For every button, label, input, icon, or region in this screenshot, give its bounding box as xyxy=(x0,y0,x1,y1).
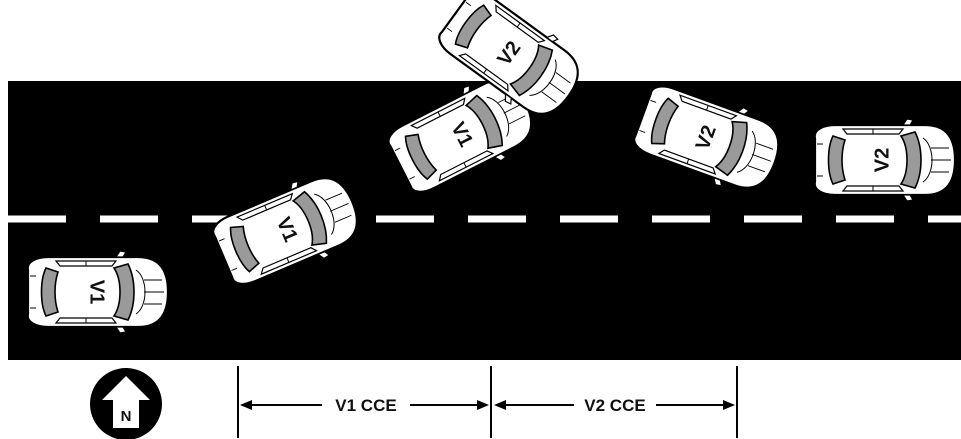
cce-dimensions xyxy=(237,366,738,438)
vehicle-label: V2 xyxy=(871,148,893,172)
vehicle-label: V1 xyxy=(86,280,108,304)
vehicle-v1-position-3: V1 xyxy=(380,64,545,204)
vehicle-v2-position-1: V2 xyxy=(429,0,594,131)
vehicle-v2-position-2: V2 xyxy=(627,75,790,203)
v2-cce-label: V2 CCE xyxy=(584,396,645,415)
v1-cce-label: V1 CCE xyxy=(335,396,396,415)
north-label: N xyxy=(121,408,132,425)
north-arrow-icon: N xyxy=(90,368,162,439)
vehicle-v2-position-3: V2 xyxy=(813,117,957,203)
vehicle-v1-position-1: V1 xyxy=(26,249,170,335)
vehicle-v1-position-2: V1 xyxy=(206,163,370,296)
